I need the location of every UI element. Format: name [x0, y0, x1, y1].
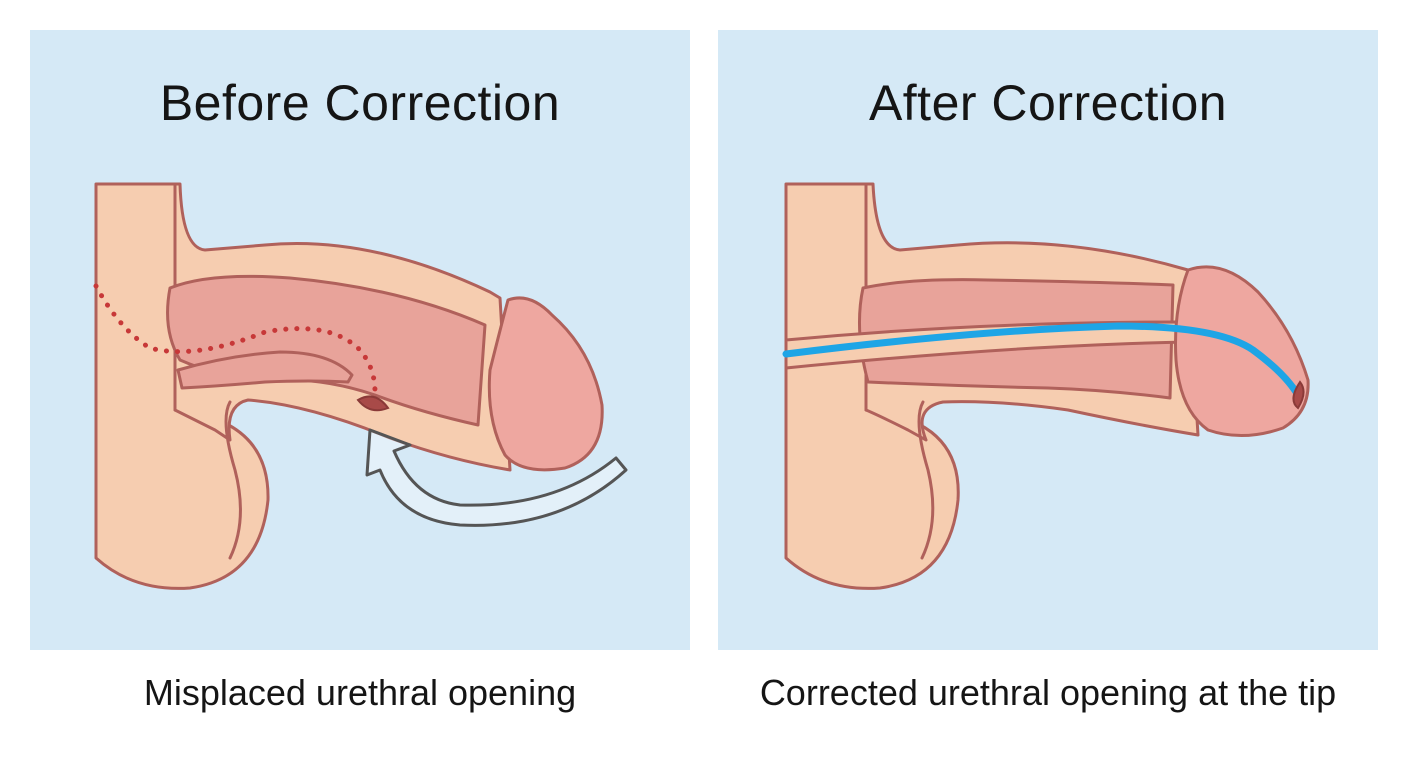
- after-correction-panel: After Correction: [718, 30, 1378, 650]
- after-glans: [1174, 265, 1310, 438]
- curved-arrow-icon: [365, 428, 628, 527]
- after-correction-title: After Correction: [868, 75, 1228, 131]
- before-correction-panel: Before Correction: [30, 30, 690, 650]
- before-glans: [487, 296, 604, 472]
- before-misplaced-opening: [356, 395, 390, 412]
- before-correction-title: Before Correction: [159, 75, 561, 131]
- after-opening-at-tip: [1292, 380, 1305, 410]
- after-skin-fold: [917, 400, 935, 560]
- before-caption: Misplaced urethral opening: [143, 672, 577, 713]
- before-anatomy-illustration: [93, 182, 628, 590]
- after-corrected-urethra: [782, 322, 1300, 396]
- after-anatomy-illustration: [782, 182, 1310, 590]
- before-urethral-channel: [176, 350, 354, 390]
- after-caption: Corrected urethral opening at the tip: [759, 672, 1337, 713]
- before-dotted-urethra-path: [93, 283, 378, 395]
- before-skin-fold: [224, 400, 242, 560]
